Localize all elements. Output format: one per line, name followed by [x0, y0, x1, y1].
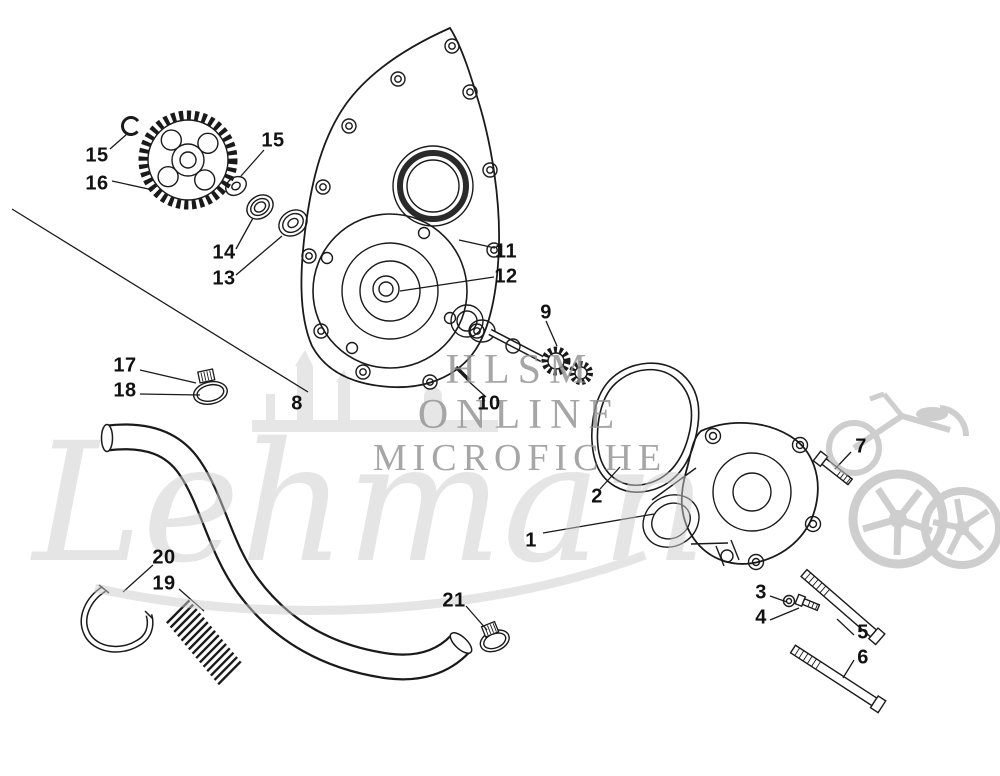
- callout-part-15a: 15: [85, 144, 109, 167]
- shaft-assembly-9: [488, 328, 593, 385]
- callout-part-1: 1: [525, 529, 537, 552]
- watermark-script-text: Lehman: [30, 407, 708, 599]
- motorcycle-watermark: [826, 391, 1000, 569]
- skyline-watermark: [252, 350, 498, 432]
- circlip-15: [121, 116, 141, 136]
- callout-part-12: 12: [494, 265, 518, 288]
- bolt-5: [800, 568, 886, 646]
- callout-part-7: 7: [855, 435, 867, 458]
- callout-part-11: 11: [494, 240, 518, 263]
- hose-8: [100, 423, 473, 681]
- seal-13: [278, 209, 308, 237]
- bearing-12: [450, 304, 496, 343]
- bolt-7: [812, 450, 854, 486]
- hose-clamp-21: [479, 620, 510, 653]
- pump-housing-1: [642, 422, 822, 571]
- callout-part-3: 3: [755, 581, 767, 604]
- script-watermark: Lehman: [30, 407, 708, 615]
- spring-19: [166, 599, 242, 686]
- washer-14: [246, 194, 274, 220]
- callout-part-9: 9: [540, 301, 552, 324]
- washer-15: [225, 175, 247, 197]
- callout-part-20: 20: [152, 546, 176, 569]
- bolt-6: [789, 644, 887, 714]
- screw-4: [794, 593, 821, 612]
- callout-part-10: 10: [477, 392, 501, 415]
- cover-bolt-holes: [301, 38, 502, 390]
- callout-part-4: 4: [755, 606, 767, 629]
- watermark-line3: MICROFICHE: [373, 437, 667, 479]
- hose-clamp-17-18: [192, 368, 228, 405]
- gear-16: [138, 110, 238, 210]
- callout-part-15b: 15: [261, 129, 285, 152]
- callout-part-14: 14: [212, 241, 236, 264]
- gasket-2: [591, 362, 700, 493]
- watermark-line1: HLSM: [446, 347, 595, 393]
- center-watermark: HLSM ONLINE MICROFICHE: [373, 347, 667, 479]
- callout-part-16: 16: [85, 172, 109, 195]
- callout-part-17: 17: [113, 354, 137, 377]
- callout-part-5: 5: [857, 621, 869, 644]
- callout-part-2: 2: [591, 485, 603, 508]
- callout-part-8: 8: [291, 392, 303, 415]
- callout-part-13: 13: [212, 267, 236, 290]
- leader-lines: [11, 133, 855, 679]
- callout-part-21: 21: [442, 589, 466, 612]
- watermark-line2: ONLINE: [418, 392, 622, 438]
- callout-part-6: 6: [857, 646, 869, 669]
- callout-part-19: 19: [152, 572, 176, 595]
- callout-part-18: 18: [113, 379, 137, 402]
- engine-cover-11: [300, 26, 502, 390]
- pin-10: [454, 365, 471, 382]
